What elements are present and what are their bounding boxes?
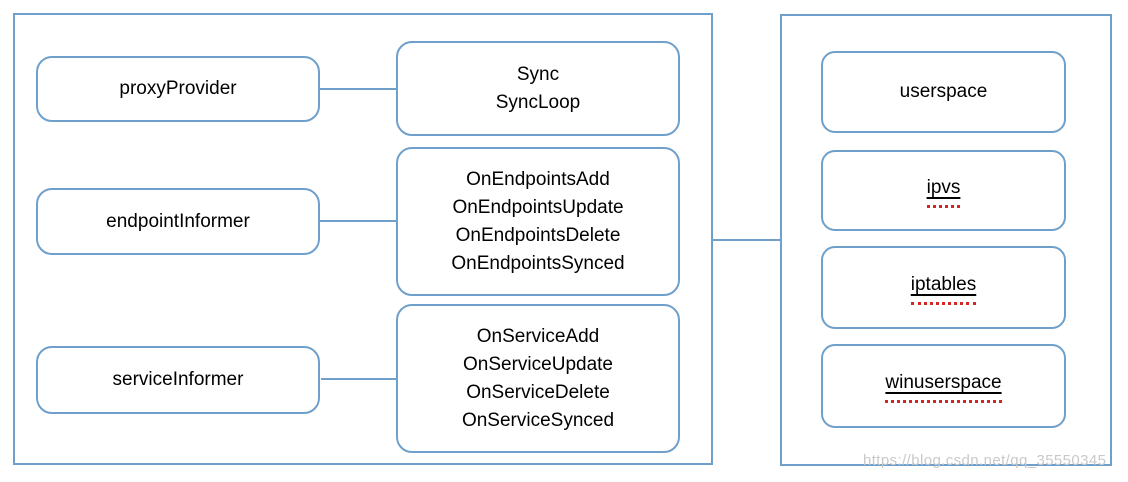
connector-endpointinformer-to-onendpoints bbox=[319, 220, 398, 222]
box-endpointinformer-label: endpointInformer bbox=[106, 210, 250, 232]
onendpoints-update-line: OnEndpointsUpdate bbox=[452, 196, 624, 218]
connector-left-panel-to-right-panel bbox=[713, 239, 780, 241]
box-onendpoints-handlers: OnEndpointsAdd OnEndpointsUpdate OnEndpo… bbox=[396, 147, 680, 296]
connector-proxyprovider-to-sync bbox=[319, 88, 398, 90]
box-winuserspace: winuserspace bbox=[821, 344, 1066, 428]
box-iptables: iptables bbox=[821, 246, 1066, 329]
onendpoints-synced-line: OnEndpointsSynced bbox=[451, 252, 625, 274]
onservice-add-line: OnServiceAdd bbox=[476, 325, 600, 347]
box-iptables-label: iptables bbox=[910, 271, 977, 305]
box-serviceinformer-label: serviceInformer bbox=[112, 369, 244, 390]
box-winuserspace-label: winuserspace bbox=[885, 369, 1002, 403]
csdn-watermark: https://blog.csdn.net/qq_35550345 bbox=[863, 452, 1107, 469]
box-ipvs: ipvs bbox=[821, 150, 1066, 231]
syncloop-line: SyncLoop bbox=[495, 91, 581, 113]
box-sync-syncloop: Sync SyncLoop bbox=[396, 41, 680, 136]
box-userspace-label: userspace bbox=[899, 81, 988, 102]
left-panel-container bbox=[13, 13, 713, 465]
onservice-update-line: OnServiceUpdate bbox=[463, 353, 613, 375]
box-endpointinformer: endpointInformer bbox=[36, 188, 320, 255]
onservice-delete-line: OnServiceDelete bbox=[466, 381, 610, 403]
connector-serviceinformer-to-onservice bbox=[321, 378, 398, 380]
box-proxyprovider-label: proxyProvider bbox=[119, 78, 237, 99]
box-serviceinformer: serviceInformer bbox=[36, 346, 320, 414]
right-panel-container bbox=[780, 14, 1112, 466]
onservice-synced-line: OnServiceSynced bbox=[461, 409, 615, 431]
onendpoints-delete-line: OnEndpointsDelete bbox=[455, 224, 621, 246]
box-ipvs-label: ipvs bbox=[926, 174, 961, 208]
box-proxyprovider: proxyProvider bbox=[36, 56, 320, 122]
onendpoints-add-line: OnEndpointsAdd bbox=[466, 168, 610, 190]
box-onservice-handlers: OnServiceAdd OnServiceUpdate OnServiceDe… bbox=[396, 304, 680, 453]
box-userspace: userspace bbox=[821, 51, 1066, 133]
sync-line: Sync bbox=[516, 63, 560, 85]
